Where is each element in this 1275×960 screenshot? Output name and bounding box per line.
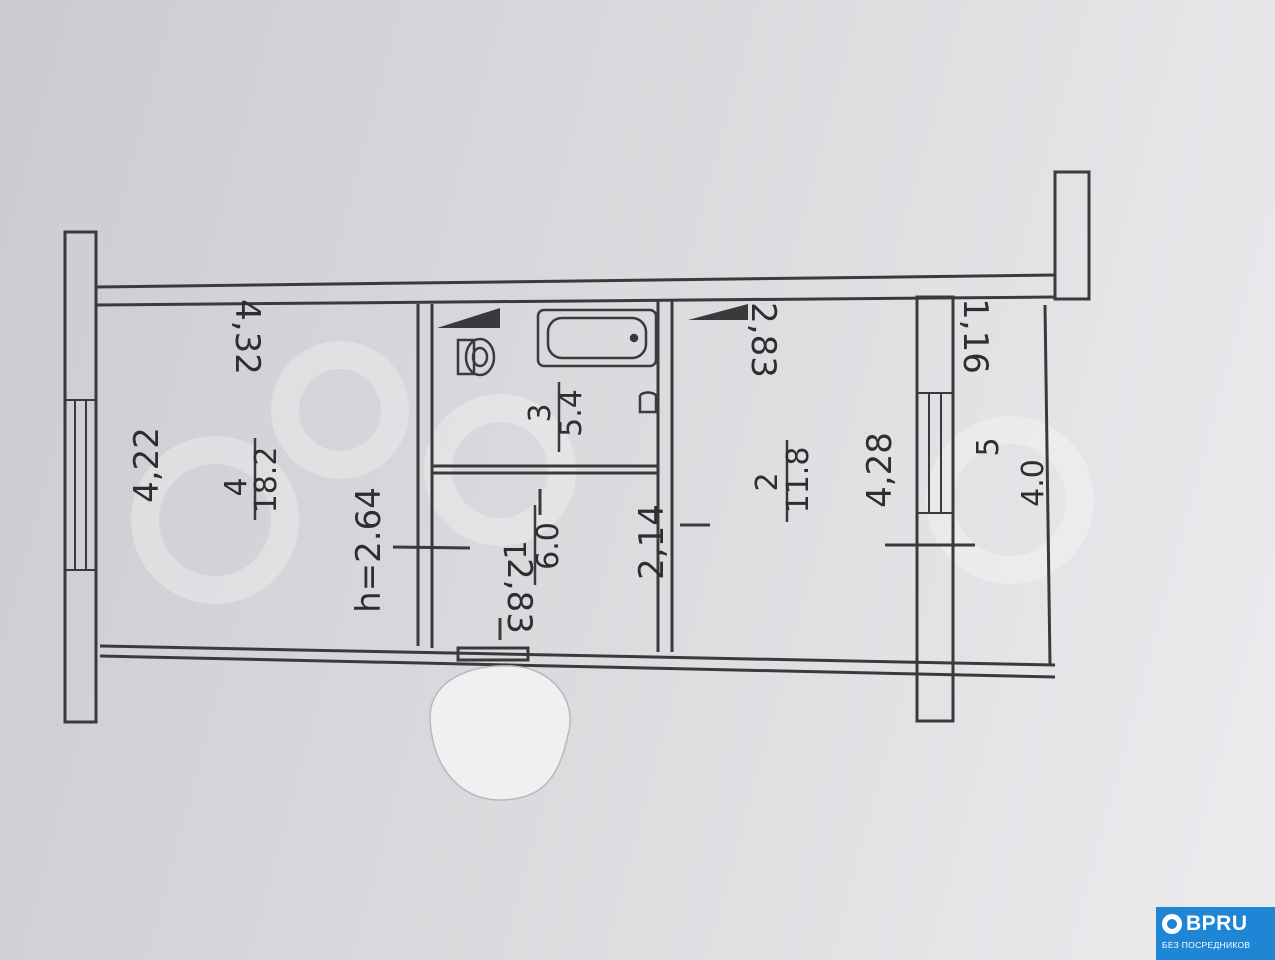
bpru-badge[interactable]: BPRU БЕЗ ПОСРЕДНИКОВ <box>1156 907 1275 960</box>
room-area: 18.2 <box>249 447 284 514</box>
toilet-icon <box>456 337 496 377</box>
badge-tagline: БЕЗ ПОСРЕДНИКОВ <box>1162 940 1251 950</box>
room-number: 1 <box>499 540 534 559</box>
dim-room2-length: 4,28 <box>860 432 900 508</box>
section-marks <box>392 489 975 640</box>
dimensions: 4,22 4,32 h=2.64 2,83 2,14 2,83 4,28 1,1… <box>127 298 995 634</box>
room-number: 2 <box>750 472 785 491</box>
room-area: 4.0 <box>1016 459 1051 507</box>
dim-hall-width: 2,14 <box>632 504 672 580</box>
dim-ceiling-height: h=2.64 <box>349 487 389 613</box>
room-5-balcony: 5 4.0 <box>971 437 1051 506</box>
room-1: 1 6.0 <box>499 505 566 585</box>
paper-patch <box>429 665 571 801</box>
door-swing-bathroom <box>437 308 500 328</box>
walls <box>63 170 1091 724</box>
window-room4 <box>64 399 97 571</box>
dim-room4-width: 4,32 <box>227 299 267 375</box>
room-area: 11.8 <box>781 447 816 514</box>
room-area: 6.0 <box>531 522 566 570</box>
window-room2 <box>916 392 954 514</box>
room-number: 4 <box>219 477 254 496</box>
room-number: 5 <box>971 437 1006 456</box>
dim-hall-length: 2,83 <box>499 558 539 634</box>
room-number: 3 <box>523 403 558 422</box>
room-4: 4 18.2 <box>219 438 284 520</box>
room-2: 2 11.8 <box>750 440 816 522</box>
dim-room2-width: 2,83 <box>743 302 783 378</box>
dim-room4-length: 4,22 <box>127 427 167 503</box>
badge-brand: BPRU <box>1186 912 1248 935</box>
door-swing-room2 <box>688 304 748 320</box>
dim-balcony-width: 1,16 <box>955 298 995 374</box>
bpru-logo-icon <box>1162 914 1182 934</box>
sink-icon <box>638 391 658 414</box>
room-area: 5.4 <box>554 389 589 437</box>
bathtub-icon <box>536 308 658 368</box>
room-3: 3 5.4 <box>523 382 589 452</box>
